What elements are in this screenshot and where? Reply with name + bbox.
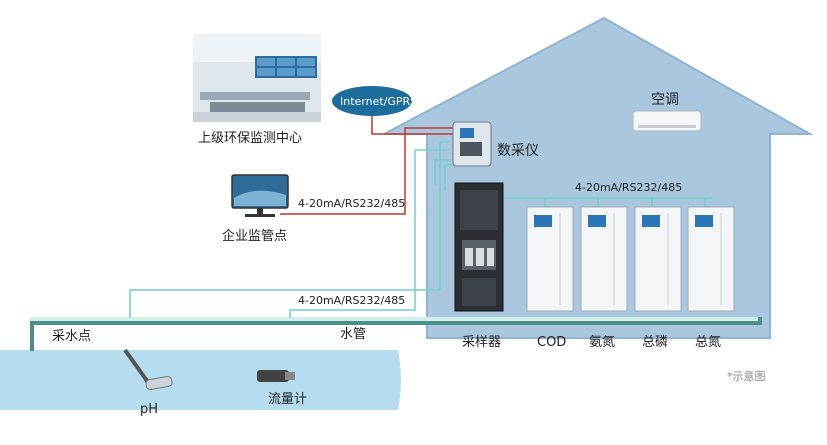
ph-label: pH [140,402,158,417]
sampling-point-label: 采水点 [52,329,91,344]
signal-label-instruments: 4-20mA/RS232/485 [575,181,682,194]
monitoring-center-image [193,34,321,122]
signal-label-enterprise: 4-20mA/RS232/485 [298,197,405,210]
ph-sensor-icon [123,348,173,391]
internet-cloud [332,86,412,116]
flowmeter-icon [257,370,295,382]
instrument-label-sampler: 采样器 [462,335,501,350]
monitoring-center-label: 上级环保监测中心 [198,131,302,146]
enterprise-monitor-icon [231,174,289,217]
air-conditioner-icon [632,110,702,132]
data-collector-label: 数采仪 [497,143,539,159]
total-phosphorus-analyzer [634,206,682,312]
cod-analyzer [526,206,574,312]
total-nitrogen-analyzer [687,206,735,312]
signal-label-bottom: 4-20mA/RS232/485 [298,294,405,307]
flowmeter-label: 流量计 [268,392,307,407]
sampler-cabinet [454,182,504,312]
water-pipe-label: 水管 [340,327,366,342]
diagram-note: *示意图 [727,369,766,383]
instrument-label-ammonia: 氨氮 [589,335,615,350]
instrument-label-cod: COD [537,335,566,350]
water-body [0,350,401,410]
red-signal-lines [280,110,458,215]
instrument-label-nitrogen: 总氮 [695,335,721,350]
air-conditioner-label: 空调 [651,92,679,108]
instrument-label-phosphorus: 总磷 [642,335,668,350]
internet-label: Internet/GPRS [340,95,417,108]
data-collector-device [452,121,492,167]
ammonia-analyzer [580,206,628,312]
enterprise-label: 企业监管点 [222,228,287,244]
water-pipe [30,321,762,325]
